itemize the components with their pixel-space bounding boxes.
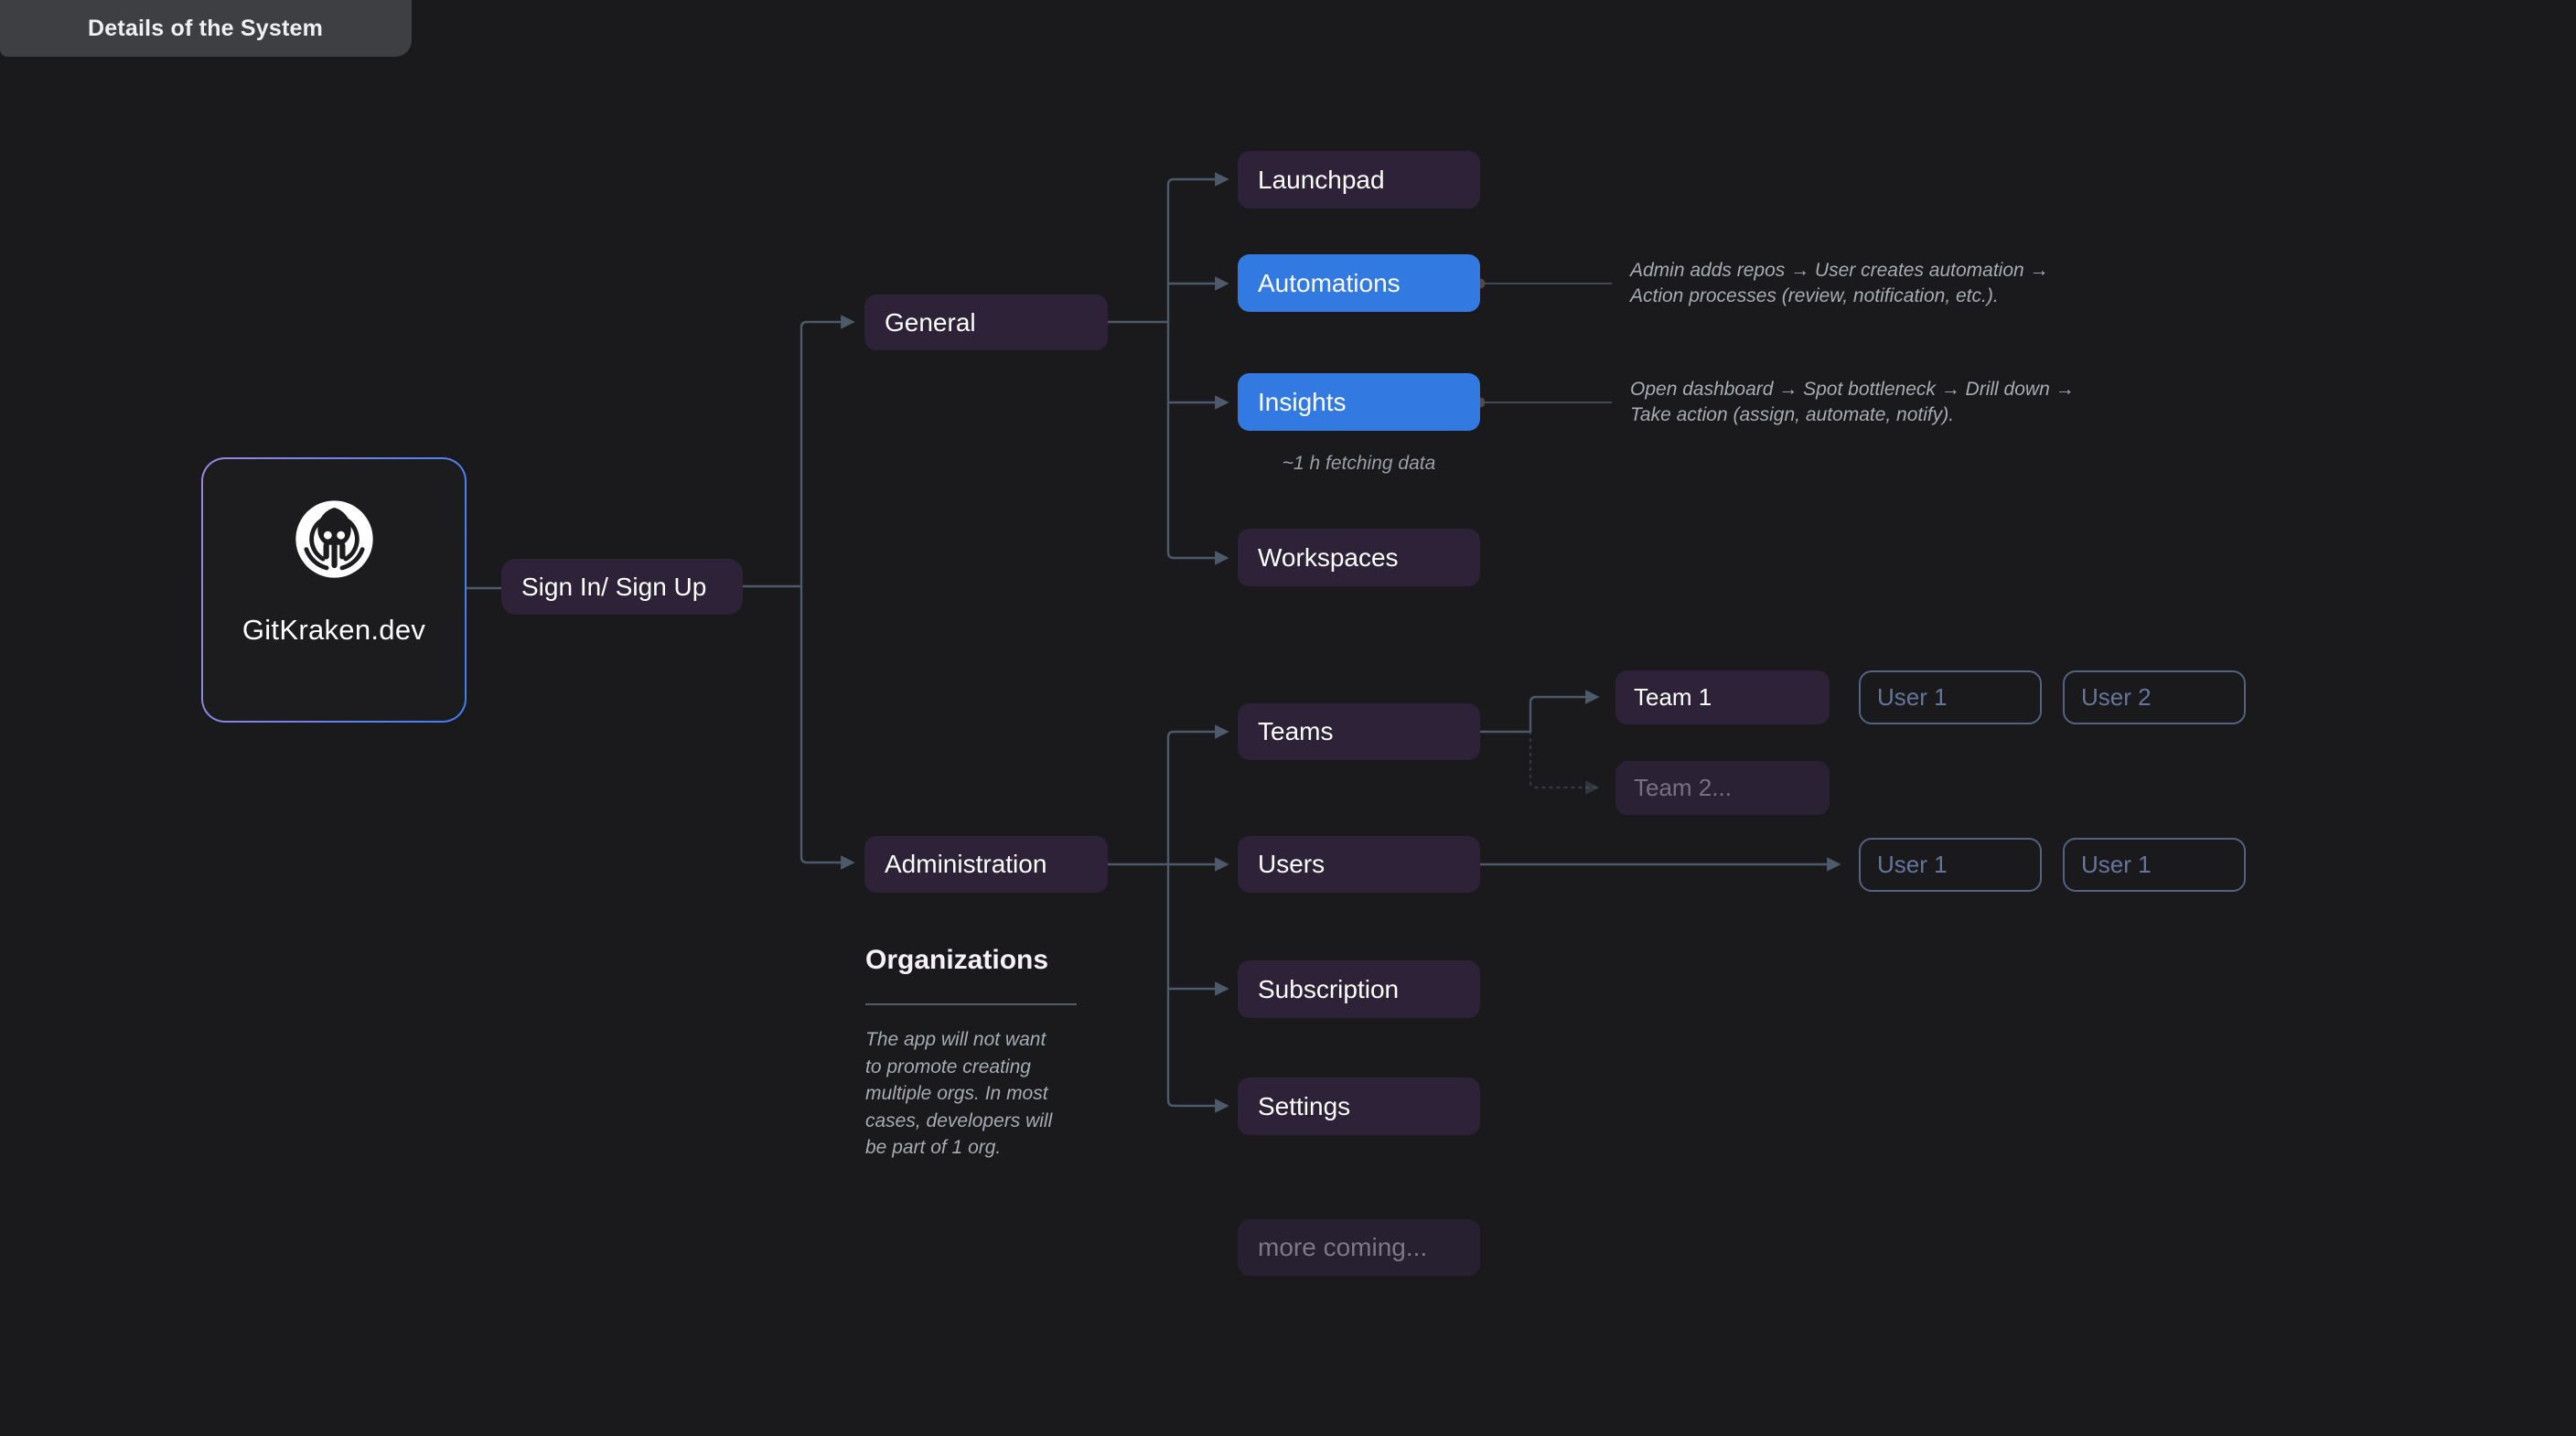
node-users-user-1a[interactable]: User 1 bbox=[1859, 838, 2042, 892]
node-automations[interactable]: Automations bbox=[1238, 254, 1480, 312]
gitkraken-card-body: GitKraken.dev bbox=[203, 459, 465, 721]
connector-general-launchpad bbox=[1166, 172, 1229, 324]
node-label: User 1 bbox=[1877, 851, 1948, 878]
annotation-insights-latency[interactable]: ~1 h fetching data bbox=[1282, 453, 1436, 474]
connector-signin-general bbox=[800, 315, 855, 588]
annotation-insights-flow[interactable]: Open dashboard → Spot bottleneck → Drill… bbox=[1630, 379, 2075, 425]
node-label: Launchpad bbox=[1258, 165, 1385, 194]
section-tab-label: Details of the System bbox=[88, 15, 324, 41]
node-users[interactable]: Users bbox=[1238, 836, 1480, 893]
organizations-note[interactable]: The app will not want to promote creatin… bbox=[865, 1029, 1053, 1158]
connector-admin-teams bbox=[1166, 724, 1229, 866]
node-label: User 1 bbox=[2081, 851, 2152, 878]
node-team-2[interactable]: Team 2... bbox=[1615, 761, 1830, 815]
node-team1-user-2[interactable]: User 2 bbox=[2063, 670, 2246, 724]
node-administration[interactable]: Administration bbox=[864, 836, 1108, 893]
node-general[interactable]: General bbox=[864, 295, 1108, 350]
node-label: User 2 bbox=[2081, 683, 2152, 711]
node-teams[interactable]: Teams bbox=[1238, 703, 1480, 760]
node-more-coming[interactable]: more coming... bbox=[1238, 1219, 1480, 1276]
node-label: General bbox=[885, 307, 976, 337]
node-label: Users bbox=[1258, 850, 1326, 878]
node-sign-in-sign-up[interactable]: Sign In/ Sign Up bbox=[501, 559, 743, 615]
node-label: Workspaces bbox=[1258, 542, 1399, 572]
node-insights[interactable]: Insights bbox=[1238, 373, 1480, 431]
node-subscription[interactable]: Subscription bbox=[1238, 960, 1480, 1018]
connector-teams-team1 bbox=[1529, 690, 1600, 734]
node-label: Settings bbox=[1258, 1091, 1351, 1120]
connector-signin-administration bbox=[800, 584, 855, 870]
node-label: Teams bbox=[1258, 717, 1334, 745]
gitkraken-title: GitKraken.dev bbox=[242, 614, 426, 646]
organizations-heading[interactable]: Organizations bbox=[865, 945, 1049, 975]
node-launchpad[interactable]: Launchpad bbox=[1238, 151, 1480, 209]
connector-teams-team2 bbox=[1529, 730, 1600, 795]
node-team-1[interactable]: Team 1 bbox=[1615, 670, 1830, 724]
node-label: Team 1 bbox=[1634, 683, 1712, 711]
connector-admin-subscription bbox=[1166, 863, 1229, 996]
node-label: Team 2... bbox=[1634, 774, 1732, 801]
connector-admin-settings bbox=[1166, 987, 1229, 1113]
node-label: more coming... bbox=[1258, 1233, 1428, 1261]
connector-general-workspaces bbox=[1166, 401, 1229, 565]
node-label: User 1 bbox=[1877, 683, 1948, 711]
node-label: Insights bbox=[1258, 387, 1347, 416]
node-label: Automations bbox=[1258, 268, 1401, 297]
node-label: Administration bbox=[885, 850, 1047, 878]
section-tab[interactable]: Details of the System bbox=[0, 0, 412, 57]
node-label: Subscription bbox=[1258, 974, 1400, 1003]
organizations-divider bbox=[865, 1003, 1077, 1005]
node-users-user-1b[interactable]: User 1 bbox=[2063, 838, 2246, 892]
gitkraken-card[interactable]: GitKraken.dev bbox=[201, 457, 467, 723]
node-settings[interactable]: Settings bbox=[1238, 1077, 1480, 1135]
annotation-automations-flow[interactable]: Admin adds repos → User creates automati… bbox=[1630, 260, 2049, 306]
gitkraken-kraken-icon bbox=[295, 500, 373, 578]
node-label: Sign In/ Sign Up bbox=[521, 572, 707, 601]
node-workspaces[interactable]: Workspaces bbox=[1238, 529, 1480, 586]
node-team1-user-1[interactable]: User 1 bbox=[1859, 670, 2042, 724]
connector-general-insights bbox=[1166, 320, 1229, 410]
